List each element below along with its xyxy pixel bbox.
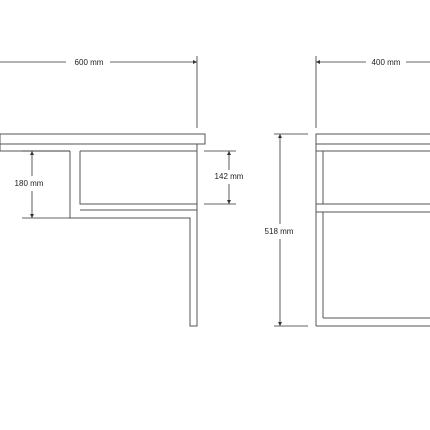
dimension-side-height: 518 mm [265, 133, 308, 327]
side-top-frame [315, 144, 430, 152]
front-left-height-label: 180 mm [15, 179, 44, 188]
side-lower-shelf [315, 203, 430, 213]
front-width-label: 600 mm [75, 58, 104, 67]
front-center-leg [69, 151, 198, 327]
side-view [315, 133, 430, 327]
dimension-front-left-height: 180 mm [15, 150, 70, 219]
front-view [0, 133, 206, 327]
side-top-shelf [315, 133, 430, 145]
side-height-label: 518 mm [265, 227, 294, 236]
front-right-height-label: 142 mm [215, 172, 244, 181]
front-center-leg-inner [79, 151, 197, 205]
front-top-shelf [0, 133, 206, 145]
side-depth-label: 400 mm [372, 58, 401, 67]
dimension-side-depth: 400 mm [315, 56, 430, 128]
front-top-frame-right [80, 144, 198, 152]
front-top-frame [0, 144, 70, 152]
dimension-front-width: 600 mm [0, 56, 198, 128]
dimension-front-right-height: 142 mm [204, 150, 244, 205]
